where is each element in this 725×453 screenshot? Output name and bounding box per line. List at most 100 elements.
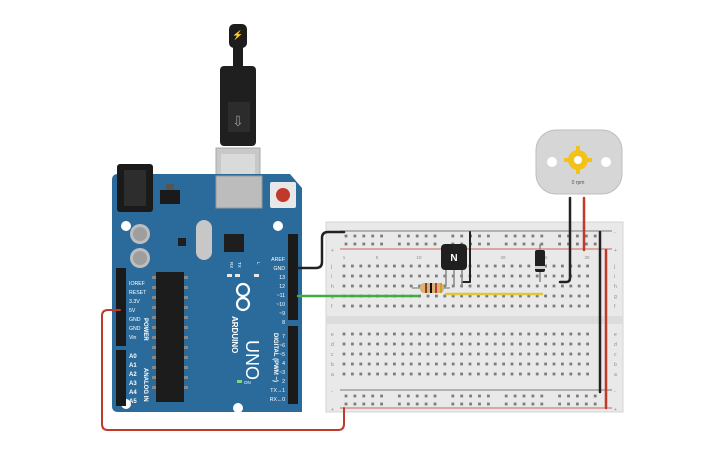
breadboard-hole[interactable] [485,304,489,308]
breadboard-hole[interactable] [460,394,464,398]
breadboard-hole[interactable] [586,284,589,288]
breadboard-hole[interactable] [406,234,410,238]
breadboard-hole[interactable] [371,242,375,246]
breadboard-hole[interactable] [535,284,539,288]
breadboard-hole[interactable] [401,352,405,356]
breadboard-hole[interactable] [544,362,547,366]
breadboard-hole[interactable] [561,264,564,268]
breadboard-hole[interactable] [376,264,379,268]
breadboard-hole[interactable] [527,352,531,356]
breadboard-hole[interactable] [487,394,490,398]
breadboard-hole[interactable] [510,294,514,298]
breadboard-hole[interactable] [415,242,419,246]
breadboard-hole[interactable] [367,274,371,278]
breadboard-hole[interactable] [371,402,375,406]
breadboard-hole[interactable] [535,352,539,356]
breadboard-hole[interactable] [569,332,573,336]
breadboard-hole[interactable] [493,264,497,268]
breadboard-holes[interactable] [342,234,597,406]
breadboard-hole[interactable] [380,402,383,406]
breadboard-hole[interactable] [569,352,573,356]
breadboard-hole[interactable] [502,294,505,298]
breadboard-hole[interactable] [367,304,371,308]
breadboard-hole[interactable] [342,284,346,288]
breadboard-hole[interactable] [493,274,497,278]
breadboard-hole[interactable] [513,394,517,398]
breadboard-hole[interactable] [380,394,383,398]
breadboard-hole[interactable] [577,284,581,288]
breadboard-hole[interactable] [485,342,489,346]
breadboard-hole[interactable] [477,274,480,278]
breadboard-hole[interactable] [487,234,490,238]
breadboard-hole[interactable] [527,294,531,298]
breadboard-hole[interactable] [477,342,480,346]
breadboard-hole[interactable] [451,342,455,346]
breadboard-hole[interactable] [510,304,514,308]
breadboard-hole[interactable] [577,294,581,298]
breadboard-hole[interactable] [519,274,522,278]
breadboard-hole[interactable] [485,372,489,376]
transistor[interactable]: N [441,244,467,286]
breadboard-hole[interactable] [535,304,539,308]
breadboard-hole[interactable] [409,372,413,376]
wire-5v-to-rail[interactable] [101,309,345,431]
breadboard-hole[interactable] [510,372,514,376]
dc-motor[interactable]: 0 rpm [535,129,623,195]
breadboard-hole[interactable] [362,234,366,238]
breadboard-hole[interactable] [593,234,597,238]
breadboard-hole[interactable] [353,234,357,238]
breadboard-hole[interactable] [544,332,547,336]
breadboard-hole[interactable] [351,372,354,376]
breadboard-hole[interactable] [468,294,472,298]
breadboard-hole[interactable] [552,294,556,298]
breadboard-hole[interactable] [401,264,405,268]
breadboard-hole[interactable] [426,362,430,366]
breadboard-hole[interactable] [342,342,346,346]
breadboard-hole[interactable] [401,274,405,278]
breadboard-hole[interactable] [504,234,508,238]
breadboard-hole[interactable] [435,332,438,336]
breadboard[interactable]: - + - + - + - + 1 5 10 15 20 25 30 j i h… [325,221,624,413]
breadboard-hole[interactable] [577,274,581,278]
breadboard-hole[interactable] [435,304,438,308]
breadboard-hole[interactable] [522,234,526,238]
breadboard-hole[interactable] [409,342,413,346]
breadboard-hole[interactable] [584,234,588,238]
power-header[interactable] [116,268,126,346]
breadboard-hole[interactable] [359,372,363,376]
breadboard-hole[interactable] [469,402,472,406]
breadboard-hole[interactable] [359,304,363,308]
breadboard-hole[interactable] [502,304,505,308]
breadboard-hole[interactable] [540,402,544,406]
breadboard-hole[interactable] [510,332,514,336]
breadboard-hole[interactable] [359,274,363,278]
breadboard-hole[interactable] [426,332,430,336]
breadboard-hole[interactable] [531,234,535,238]
breadboard-hole[interactable] [478,242,481,246]
breadboard-hole[interactable] [393,304,396,308]
breadboard-hole[interactable] [460,352,463,356]
breadboard-hole[interactable] [443,372,447,376]
breadboard-hole[interactable] [424,234,428,238]
breadboard-hole[interactable] [586,342,589,346]
breadboard-hole[interactable] [443,274,447,278]
breadboard-hole[interactable] [586,304,589,308]
breadboard-hole[interactable] [485,352,489,356]
breadboard-hole[interactable] [552,264,556,268]
breadboard-hole[interactable] [433,242,437,246]
breadboard-hole[interactable] [493,362,497,366]
breadboard-hole[interactable] [418,294,421,298]
breadboard-hole[interactable] [478,234,481,238]
breadboard-hole[interactable] [519,294,522,298]
breadboard-hole[interactable] [384,372,388,376]
breadboard-hole[interactable] [544,264,547,268]
breadboard-hole[interactable] [367,352,371,356]
breadboard-hole[interactable] [504,394,508,398]
breadboard-hole[interactable] [367,264,371,268]
breadboard-hole[interactable] [443,332,447,336]
breadboard-hole[interactable] [460,362,463,366]
breadboard-hole[interactable] [371,394,375,398]
breadboard-hole[interactable] [353,402,357,406]
breadboard-hole[interactable] [576,234,579,238]
breadboard-hole[interactable] [426,304,430,308]
